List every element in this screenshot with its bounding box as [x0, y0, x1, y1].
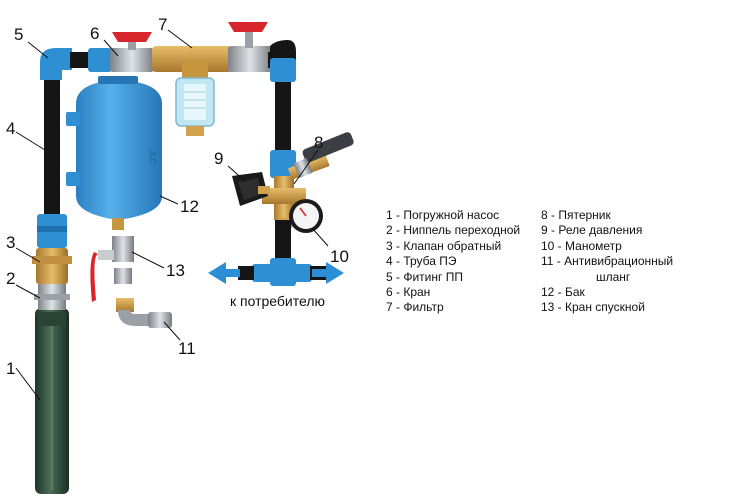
pp-elbow-fitting	[40, 48, 72, 80]
callout-10: 10	[330, 247, 349, 266]
adapter-nipple	[34, 284, 70, 310]
consumer-label: к потребителю	[230, 293, 325, 309]
legend-item-2: 2 - Ниппель переходной	[386, 223, 521, 238]
svg-text:JLC: JLC	[148, 150, 157, 164]
water-filter	[152, 46, 232, 136]
pe-pipe-consumer	[275, 220, 291, 266]
leader-lines	[15, 29, 329, 401]
legend-item-8: 8 - Пятерник	[541, 208, 611, 222]
ball-valve-right	[228, 22, 272, 72]
legend-item-12: 12 - Бак	[541, 285, 585, 300]
arrow-left-icon	[208, 262, 240, 284]
check-valve	[32, 248, 72, 284]
anti-vibration-hose	[116, 298, 172, 328]
callout-13: 13	[166, 261, 185, 280]
legend-item-13: 13 - Кран спускной	[541, 300, 645, 315]
callout-4: 4	[6, 119, 15, 138]
pe-fitting-lower	[37, 214, 67, 248]
legend-item-1: 1 - Погружной насос	[386, 208, 500, 222]
expansion-tank: JLC	[66, 76, 162, 230]
callout-5: 5	[14, 25, 23, 44]
ball-valve-6	[110, 32, 154, 72]
pe-fitting-right	[270, 58, 296, 82]
legend-item-10: 10 - Манометр	[541, 238, 622, 253]
legend-column-right: 8 - Пятерник 9 - Реле давления 10 - Мано…	[541, 208, 741, 316]
pe-pipe-right	[275, 82, 291, 152]
callout-9: 9	[214, 149, 223, 168]
legend-item-11-continued: шланг	[596, 269, 631, 284]
callout-8: 8	[314, 133, 323, 152]
legend-column-left: 1 - Погружной насос 2 - Ниппель переходн…	[386, 208, 536, 316]
pe-pipe-left	[44, 66, 60, 214]
legend-item-6: 6 - Кран	[386, 285, 431, 300]
legend-item-9: 9 - Реле давления	[541, 223, 643, 238]
legend-item-7: 7 - Фильтр	[386, 300, 444, 315]
callout-1: 1	[6, 359, 15, 378]
drain-valve	[90, 236, 134, 302]
arrow-right-icon	[312, 262, 344, 284]
callout-2: 2	[6, 269, 15, 288]
legend: 1 - Погружной насос 2 - Ниппель переходн…	[386, 208, 746, 318]
pe-fitting-top	[88, 48, 112, 72]
callout-11: 11	[178, 339, 196, 358]
anti-vibration-hose-upper	[293, 132, 354, 179]
callout-3: 3	[6, 233, 15, 252]
callout-6: 6	[90, 24, 99, 43]
legend-item-5: 5 - Фитинг ПП	[386, 269, 463, 284]
manometer	[280, 199, 323, 233]
submersible-pump	[35, 308, 69, 494]
legend-item-4: 4 - Труба ПЭ	[386, 254, 457, 269]
legend-item-3: 3 - Клапан обратный	[386, 238, 502, 253]
callout-12: 12	[180, 197, 199, 216]
callout-7: 7	[158, 15, 167, 34]
legend-item-11: 11 - Антивибрационный	[541, 254, 674, 269]
pressure-switch	[232, 172, 270, 206]
